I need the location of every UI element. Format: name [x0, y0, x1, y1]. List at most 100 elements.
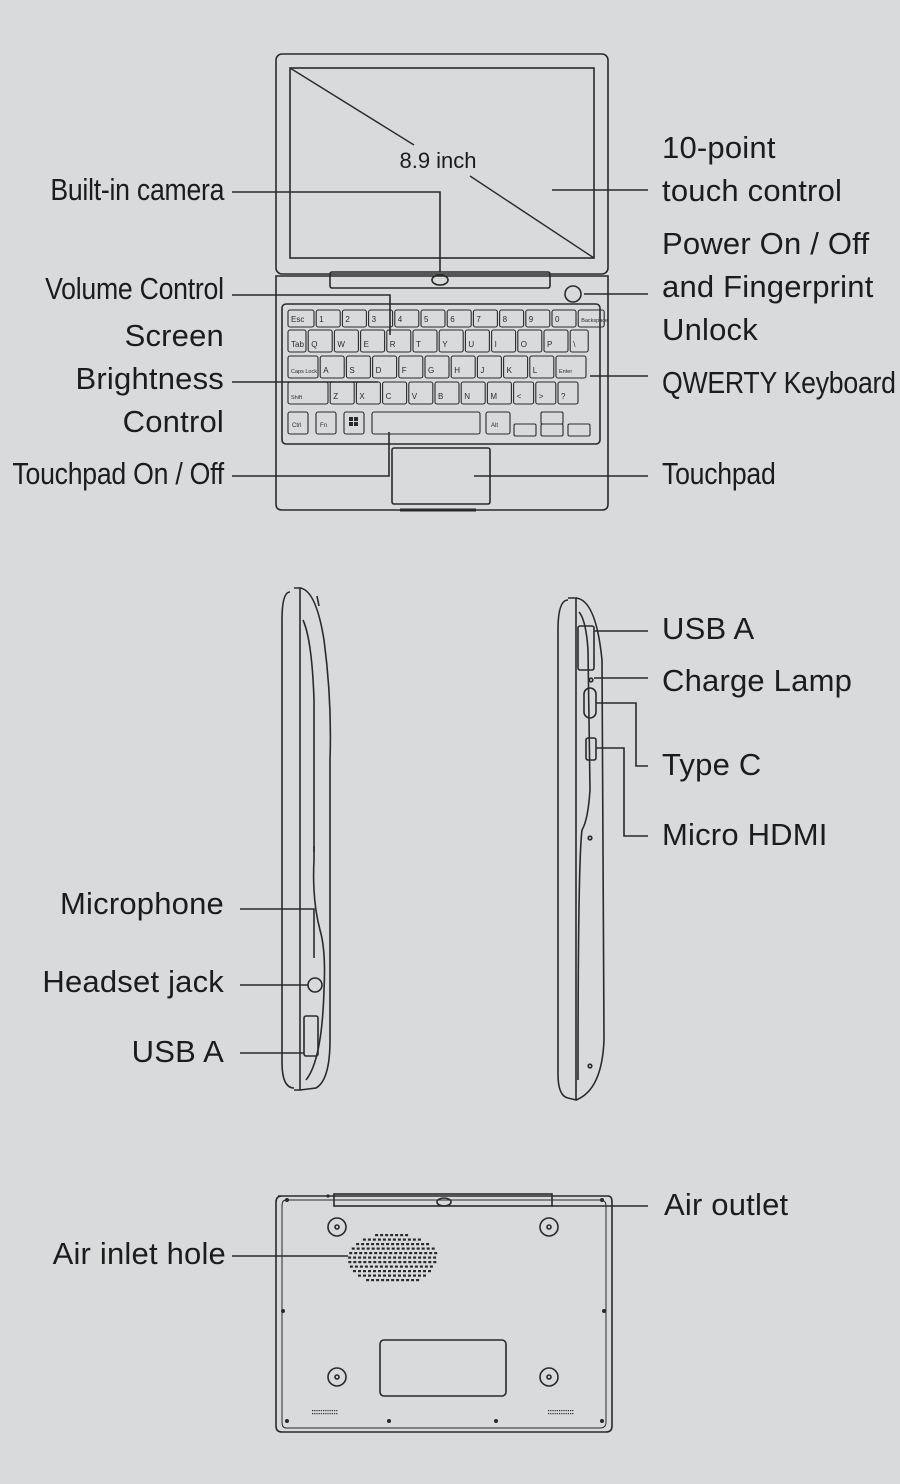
grille-hole	[353, 1261, 357, 1264]
grille-hole	[405, 1234, 409, 1237]
speaker-hole	[572, 1413, 574, 1415]
grille-hole	[364, 1252, 368, 1255]
bottom-panel	[379, 1339, 507, 1397]
grille-hole	[408, 1256, 412, 1259]
left-side-view	[281, 587, 332, 1091]
grille-hole	[361, 1243, 365, 1246]
speaker-hole	[323, 1413, 325, 1415]
speaker-hole	[316, 1410, 318, 1412]
grille-hole	[393, 1256, 397, 1259]
grille-hole	[354, 1252, 358, 1255]
key-label: Q	[311, 340, 317, 349]
power-button	[564, 285, 582, 303]
grille-hole	[359, 1265, 363, 1268]
speaker-hole	[561, 1413, 563, 1415]
key-0-5	[420, 309, 446, 328]
speaker-hole	[336, 1410, 338, 1412]
grille-hole	[379, 1265, 383, 1268]
grille-hole	[401, 1243, 405, 1246]
speaker-hole	[316, 1413, 318, 1415]
grille-hole	[359, 1252, 363, 1255]
grille-hole	[376, 1279, 380, 1282]
speaker-hole	[556, 1410, 558, 1412]
keyboard-label: QWERTY Keyboard	[662, 365, 896, 400]
key-label: \	[573, 340, 576, 349]
touchpad-toggle-label: Touchpad On / Off	[12, 456, 224, 491]
key-1-4	[386, 329, 412, 353]
grille-hole	[413, 1256, 417, 1259]
key-0-2	[341, 309, 367, 328]
grille-hole	[406, 1243, 410, 1246]
brightness-line-3: Control	[122, 404, 224, 439]
usb-a-left-label: USB A	[131, 1034, 224, 1069]
speaker-hole	[556, 1413, 558, 1415]
key-label: 4	[398, 315, 403, 324]
grille-hole	[391, 1247, 395, 1250]
touch-line-1: 10-point	[662, 130, 776, 165]
headset-jack-port	[307, 977, 323, 993]
speaker-hole	[550, 1410, 552, 1412]
grille-hole	[409, 1265, 413, 1268]
grille-hole	[377, 1238, 381, 1241]
grille-hole	[399, 1252, 403, 1255]
speaker-hole	[318, 1410, 320, 1412]
air-inlet-grille	[348, 1234, 438, 1282]
type-c-port	[583, 687, 597, 719]
bottom-dots	[281, 1194, 606, 1423]
key-0-3	[368, 309, 394, 328]
key-0-7	[472, 309, 498, 328]
key-label: S	[349, 366, 354, 375]
grille-hole	[391, 1243, 395, 1246]
grille-hole	[396, 1279, 400, 1282]
key-label: Backspace	[581, 318, 608, 324]
top-view-laptop	[275, 53, 609, 512]
speaker-hole	[548, 1410, 550, 1412]
key-2-0	[287, 355, 319, 379]
grille-hole	[392, 1238, 396, 1241]
grille-hole	[378, 1261, 382, 1264]
grille-hole	[368, 1270, 371, 1273]
grille-hole	[383, 1261, 387, 1264]
key-label: P	[547, 340, 552, 349]
speaker-hole	[570, 1410, 572, 1412]
speaker-hole	[334, 1413, 336, 1415]
grille-hole	[381, 1279, 385, 1282]
speaker-hole	[550, 1413, 552, 1415]
key-2-7	[476, 355, 502, 379]
grille-hole	[371, 1279, 375, 1282]
key-label: Y	[442, 340, 448, 349]
key-label: Esc	[291, 315, 304, 324]
grille-hole	[431, 1247, 435, 1250]
key-label: Fn	[320, 423, 327, 429]
grille-hole	[373, 1270, 376, 1273]
grille-hole	[411, 1247, 415, 1250]
speaker-hole	[559, 1413, 561, 1415]
speaker-hole	[327, 1410, 329, 1412]
key-1-10	[543, 329, 569, 353]
grille-hole	[353, 1270, 356, 1273]
windows-logo-square	[354, 422, 358, 426]
grille-hole	[353, 1256, 357, 1259]
laptop-lid	[275, 53, 609, 275]
key-0-6	[446, 309, 472, 328]
speaker-hole	[331, 1413, 333, 1415]
key-label: 3	[372, 315, 377, 324]
key-2-10	[555, 355, 587, 379]
grille-hole	[361, 1247, 365, 1250]
grille-hole	[399, 1265, 403, 1268]
grille-hole	[358, 1261, 362, 1264]
key-label: O	[521, 340, 527, 349]
key-3-6	[460, 381, 486, 405]
key-bottom-2	[343, 411, 365, 435]
key-bottom-0	[287, 411, 309, 435]
key-3-8	[513, 381, 535, 405]
key-label: Caps Lock	[291, 369, 317, 375]
grille-hole	[378, 1270, 381, 1273]
key-3-5	[434, 381, 460, 405]
speaker-hole	[565, 1410, 567, 1412]
laptop-base	[275, 275, 609, 511]
grille-hole	[423, 1261, 427, 1264]
key-3-9	[535, 381, 557, 405]
grille-hole	[380, 1234, 384, 1237]
key-label: <	[517, 392, 522, 401]
